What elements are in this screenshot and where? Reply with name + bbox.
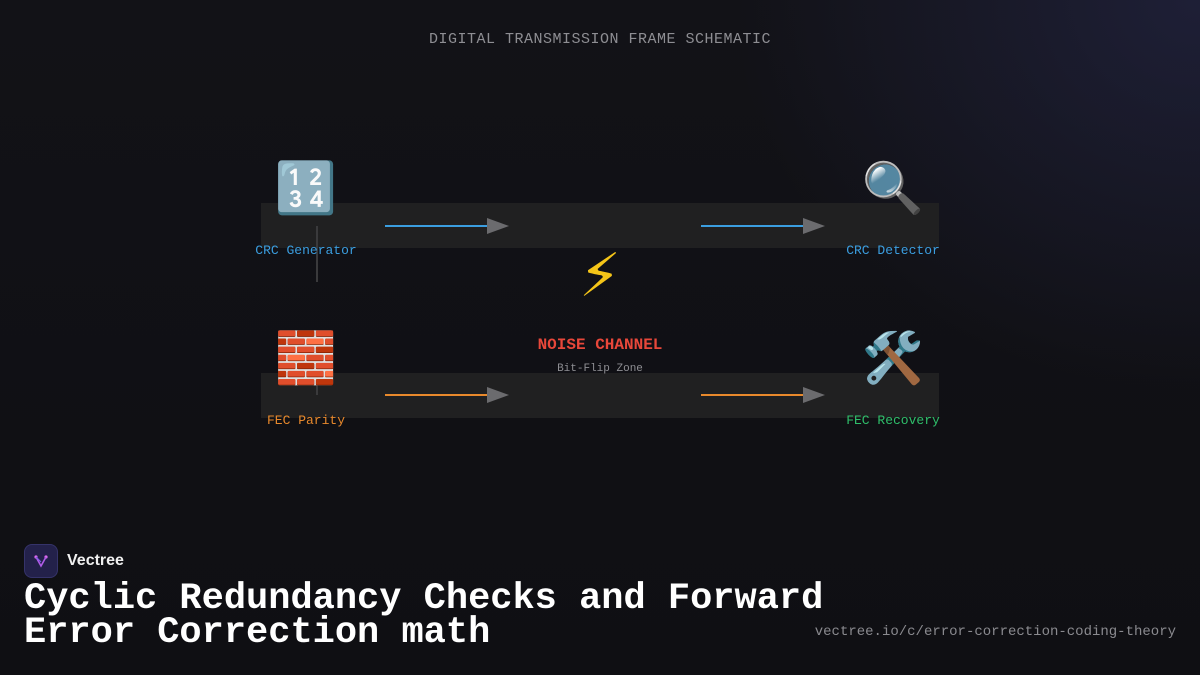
page-title: Cyclic Redundancy Checks and Forward Err… xyxy=(24,578,824,654)
crc-connector-line xyxy=(316,226,318,282)
fec-parity-label: FEC Parity xyxy=(266,413,345,428)
crc-generator-label: CRC Generator xyxy=(255,243,357,258)
crc-detector-label: CRC Detector xyxy=(846,243,940,258)
brand[interactable]: Vectree xyxy=(24,544,124,578)
crc-lane xyxy=(261,203,939,248)
input-numbers-icon: 🔢 xyxy=(274,159,338,217)
noise-channel-title: NOISE CHANNEL xyxy=(537,336,663,354)
fec-connector-line xyxy=(316,375,318,395)
noise-channel-subtitle: Bit-Flip Zone xyxy=(557,363,643,375)
vectree-logo-icon xyxy=(24,544,58,578)
lightning-icon: ⚡ xyxy=(578,241,622,311)
fec-lane xyxy=(261,373,939,418)
brick-icon: 🧱 xyxy=(274,329,338,387)
page-url[interactable]: vectree.io/c/error-correction-coding-the… xyxy=(814,624,1176,640)
brand-name: Vectree xyxy=(67,552,124,569)
fec-recovery-label: FEC Recovery xyxy=(846,413,940,428)
schematic-title: DIGITAL TRANSMISSION FRAME SCHEMATIC xyxy=(428,31,772,48)
tools-icon: 🛠️ xyxy=(861,329,925,387)
magnifier-icon: 🔍 xyxy=(861,159,925,217)
